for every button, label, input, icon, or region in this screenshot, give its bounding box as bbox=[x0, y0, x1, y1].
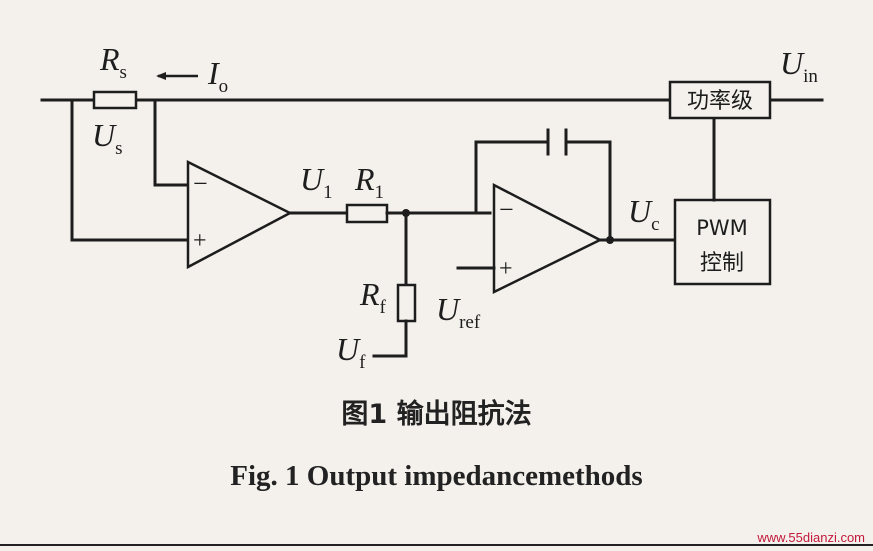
sense-wire-minus bbox=[153, 98, 192, 187]
io-label: Io bbox=[207, 55, 228, 97]
power-stage-label: 功率级 bbox=[687, 89, 753, 114]
uc-label: Uc bbox=[628, 193, 660, 235]
rf-label: Rf bbox=[359, 276, 387, 318]
junction-node-2 bbox=[606, 236, 614, 244]
pwm-control-box bbox=[673, 198, 772, 286]
uref-label: Uref bbox=[436, 291, 481, 333]
us-label: Us bbox=[92, 117, 123, 159]
pwm-control-label: 控制 bbox=[700, 251, 744, 276]
power-stage-box bbox=[668, 80, 772, 120]
r1-resistor bbox=[345, 203, 389, 224]
opamp-1-minus: − bbox=[193, 169, 208, 198]
figure-caption-chinese: 图1 输出阻抗法 bbox=[341, 399, 532, 430]
feedback-wire-left bbox=[474, 140, 550, 215]
u1-label: U1 bbox=[300, 161, 333, 203]
pwm-label: PWM bbox=[696, 216, 748, 240]
io-arrow-head bbox=[156, 72, 166, 80]
opamp-1 bbox=[186, 159, 293, 270]
opamp-2-plus: + bbox=[499, 256, 513, 282]
rs-resistor bbox=[92, 90, 138, 110]
rf-resistor bbox=[396, 283, 417, 323]
figure-caption-english: Fig. 1 Output impedancemethods bbox=[230, 460, 643, 492]
feedback-wire-right bbox=[564, 140, 612, 242]
watermark-text: www.55dianzi.com bbox=[757, 530, 865, 545]
uin-label: Uin bbox=[780, 45, 818, 87]
r1-label: R1 bbox=[354, 161, 384, 203]
opamp-2 bbox=[492, 182, 603, 295]
rf-bottom-wire bbox=[372, 319, 408, 358]
opamp-1-plus: + bbox=[193, 228, 207, 254]
opamp-2-minus: − bbox=[499, 195, 514, 224]
rs-label: Rs bbox=[99, 41, 127, 83]
uf-label: Uf bbox=[336, 331, 366, 373]
bottom-divider bbox=[0, 544, 873, 546]
sense-wire-plus bbox=[70, 98, 192, 242]
